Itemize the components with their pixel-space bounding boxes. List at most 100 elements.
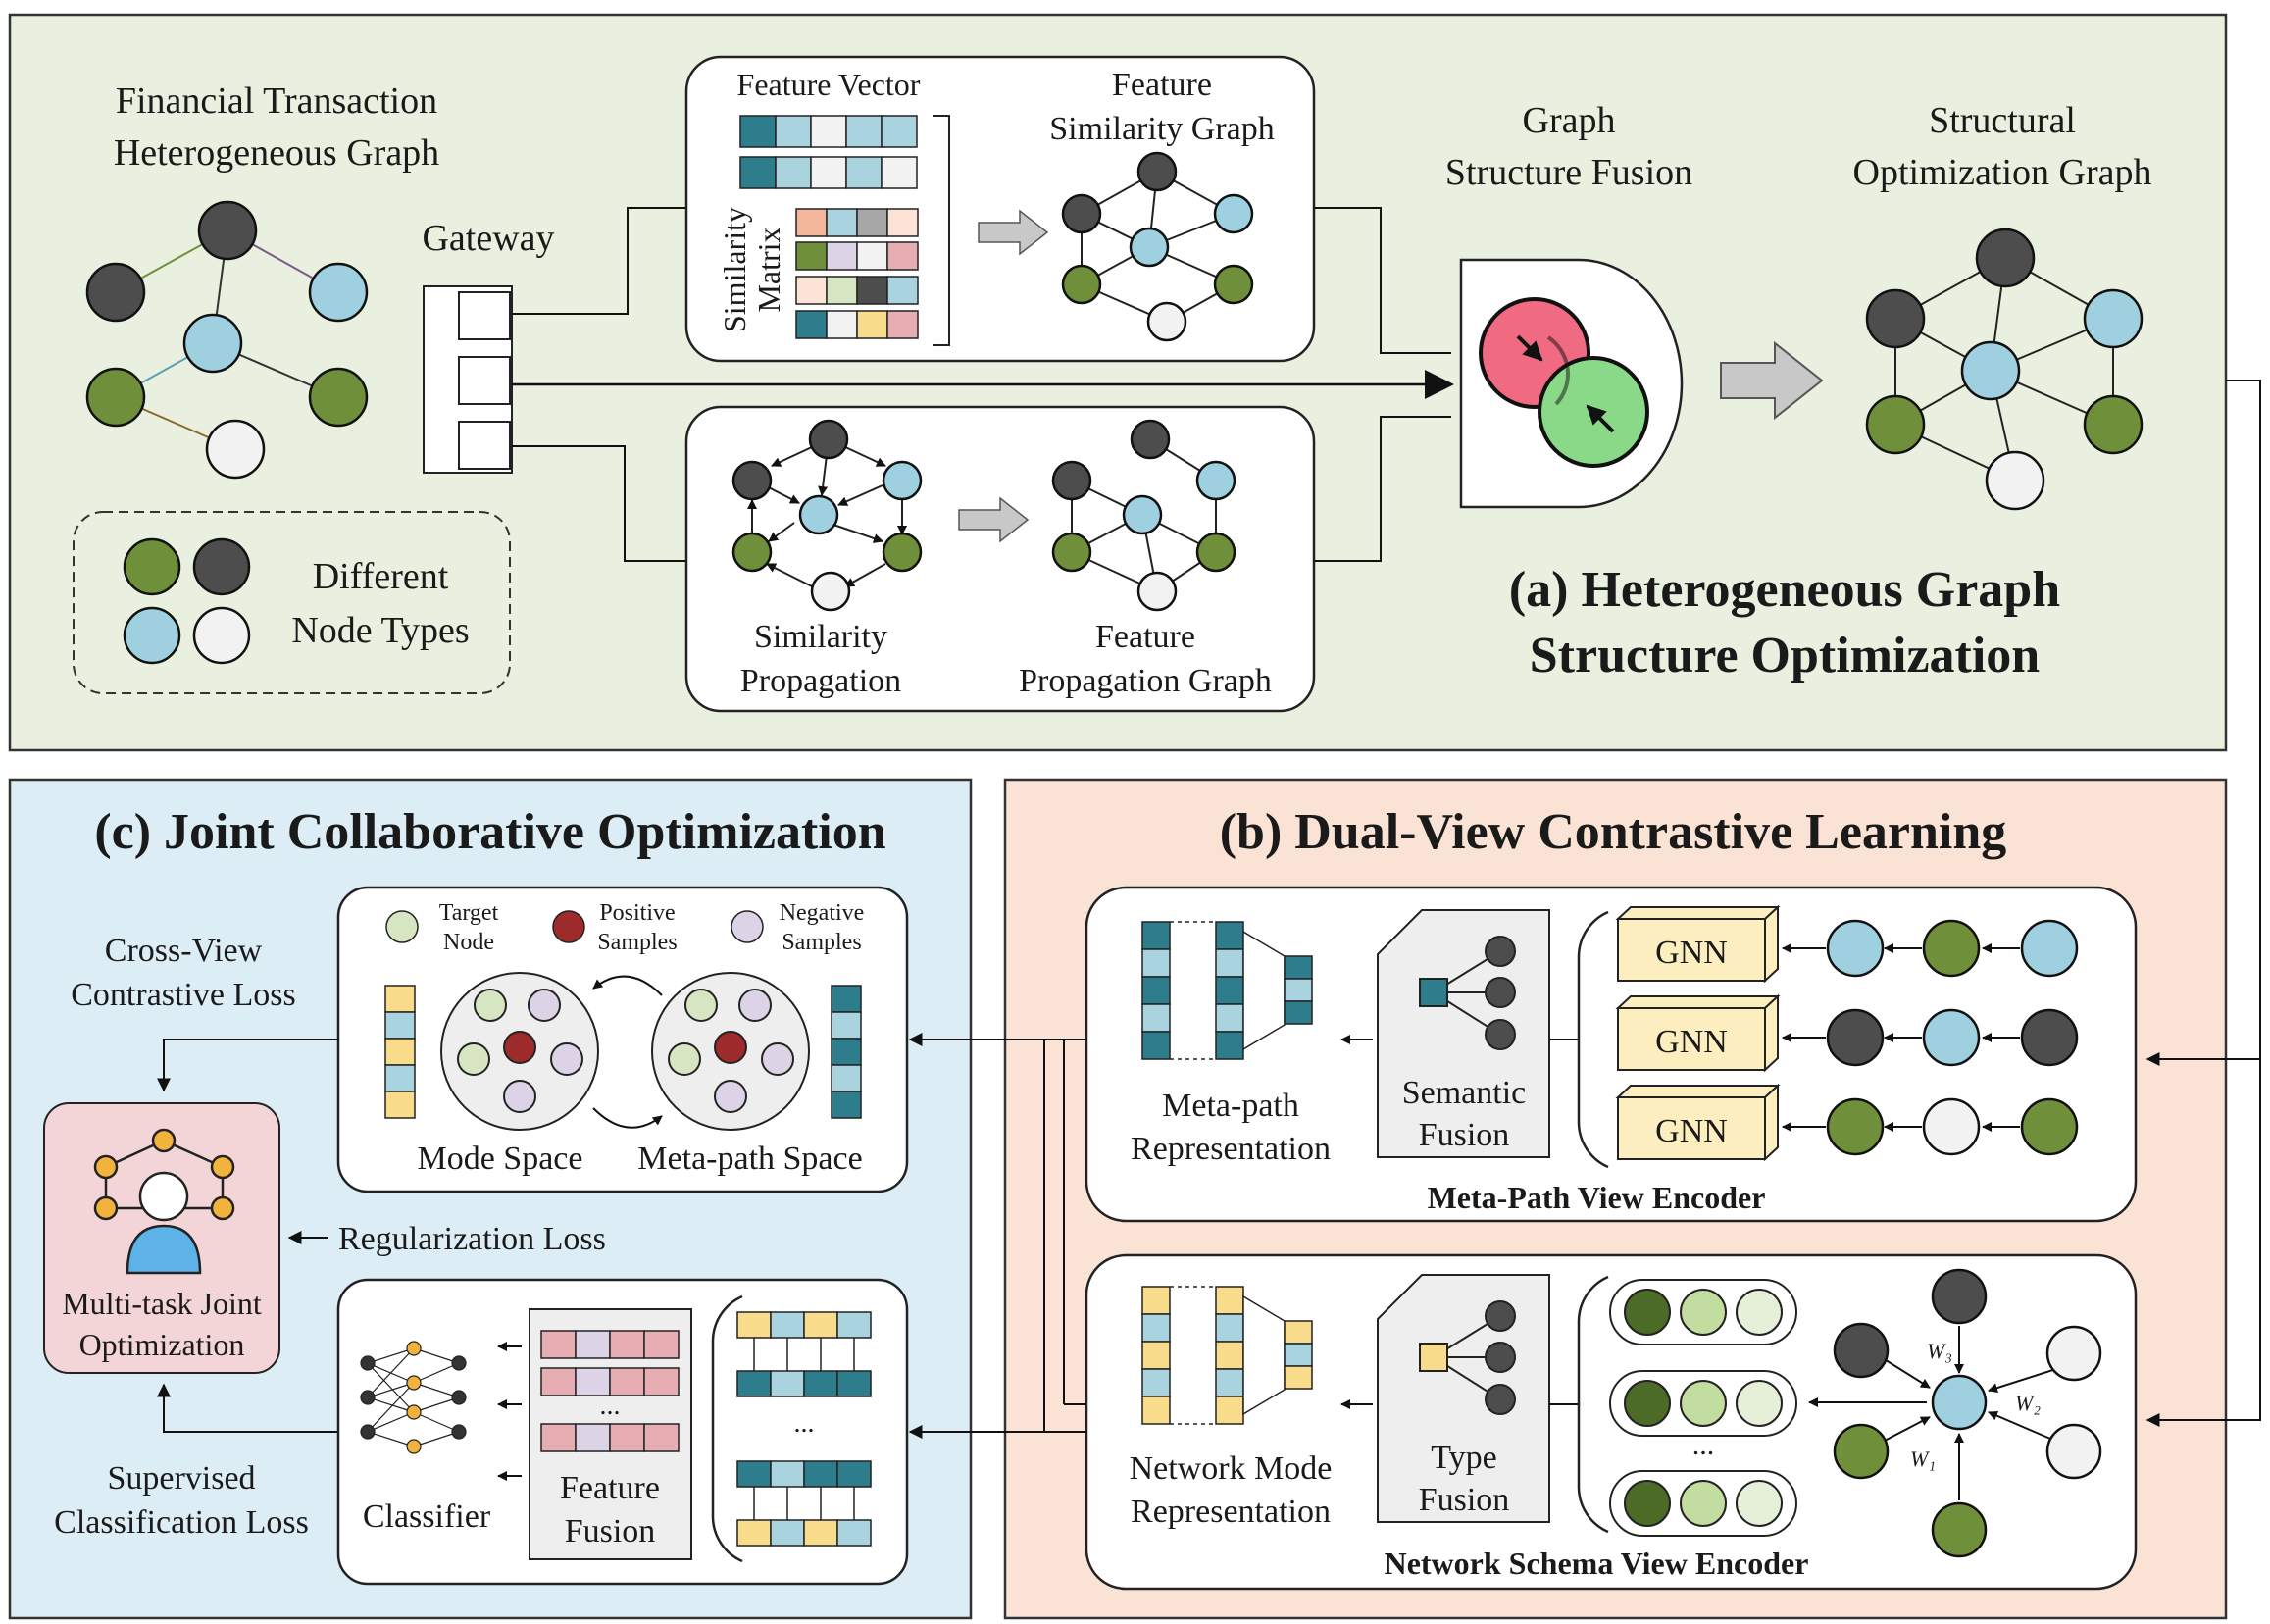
semantic-fusion-icon xyxy=(1419,936,1516,1050)
similarity-propagation-graph xyxy=(731,419,923,612)
gnn-label-3: GNN xyxy=(1655,1113,1728,1149)
meta-bracket xyxy=(1577,910,1609,1169)
weight-w1: W₁ xyxy=(1910,1446,1936,1471)
feature-vector-label: Feature Vector xyxy=(737,67,921,102)
similarity-matrix-label-2: Matrix xyxy=(751,227,786,312)
optimized-title-1: Structural xyxy=(1929,100,2076,141)
classification-bracket xyxy=(711,1294,743,1563)
crossview-loss-2: Contrastive Loss xyxy=(71,977,295,1013)
schema-group-1 xyxy=(1609,1279,1797,1345)
feature-propagation-label-1: Feature xyxy=(1095,619,1195,655)
type-fusion-icon xyxy=(1419,1300,1516,1415)
similarity-propagation-label-1: Similarity xyxy=(754,619,887,655)
schema-group-2 xyxy=(1609,1370,1797,1437)
matrix-bracket xyxy=(933,115,950,346)
paired-vectors-bottom xyxy=(736,1460,872,1547)
gateway-label: Gateway xyxy=(422,218,554,259)
network-encoder-label: Network Schema View Encoder xyxy=(1385,1546,1809,1581)
gnn-label-1: GNN xyxy=(1655,935,1728,971)
node-dark xyxy=(85,262,146,323)
regularization-label: Regularization Loss xyxy=(338,1221,606,1257)
feature-propagation-box xyxy=(684,405,1316,713)
a-to-b-connector xyxy=(2145,380,2261,1427)
panel-c-title: (c) Joint Collaborative Optimization xyxy=(94,804,885,860)
gnn-block-3 xyxy=(1615,1083,1781,1162)
meta-path-rep-icon xyxy=(1141,921,1313,1060)
gnn-block-1 xyxy=(1615,904,1781,984)
node-green xyxy=(85,367,146,428)
network-rep-label-2: Representation xyxy=(1131,1494,1331,1530)
fusion-arrow-in-1 xyxy=(1516,334,1543,362)
feature-propagation-label-2: Propagation Graph xyxy=(1019,663,1272,699)
panel-a: Financial Transaction Heterogeneous Grap… xyxy=(73,55,2152,713)
node-green xyxy=(308,367,369,428)
optimized-title-2: Optimization Graph xyxy=(1853,152,2152,193)
meta-path-chain-3 xyxy=(1782,1097,2079,1156)
network-bracket xyxy=(1577,1275,1609,1534)
paired-vectors-top xyxy=(736,1311,872,1397)
svg-text:Samples: Samples xyxy=(782,930,861,955)
svg-text:Node: Node xyxy=(443,930,494,955)
panel-a-title-2: Structure Optimization xyxy=(1530,628,2041,684)
meta-path-chain-1 xyxy=(1782,919,2079,978)
node-blue xyxy=(182,313,243,374)
metapath-space-circle xyxy=(651,972,810,1131)
classifier-label: Classifier xyxy=(363,1498,491,1535)
fusion-title-1: Graph xyxy=(1523,100,1616,141)
gnn-label-2: GNN xyxy=(1655,1024,1728,1060)
similarity-arrow xyxy=(978,209,1049,256)
meta-path-chain-2 xyxy=(1782,1008,2079,1067)
classifier-to-joint xyxy=(157,1383,338,1433)
gateway-to-propagation xyxy=(512,445,686,562)
feature-fusion-label-1: Feature xyxy=(560,1470,660,1506)
gateway-block xyxy=(423,285,513,474)
supervised-loss-2: Classification Loss xyxy=(54,1504,309,1541)
legend-text-1: Different xyxy=(313,556,449,597)
legend-positive xyxy=(552,910,585,943)
svg-text:Positive: Positive xyxy=(599,900,675,926)
svg-text:Negative: Negative xyxy=(780,900,865,926)
mode-space-circle xyxy=(440,972,599,1131)
contrastive-to-joint xyxy=(157,1039,338,1092)
weight-w2: W₂ xyxy=(2015,1391,2041,1415)
propagation-arrow xyxy=(958,496,1030,543)
paired-vectors-ellipsis: ... xyxy=(794,1408,815,1439)
network-rep-icon xyxy=(1141,1286,1313,1425)
contrast-arrow-bottom xyxy=(592,1107,663,1129)
mode-space-label: Mode Space xyxy=(417,1141,582,1177)
weight-w3: W₃ xyxy=(1927,1339,1952,1363)
panel-c: (c) Joint Collaborative Optimization Tar… xyxy=(43,804,909,1586)
type-fusion-label-1: Type xyxy=(1431,1440,1497,1476)
legend-negative xyxy=(731,910,764,943)
svg-text:Samples: Samples xyxy=(597,930,677,955)
legend-target xyxy=(385,910,419,943)
semantic-fusion-label-2: Fusion xyxy=(1419,1117,1510,1153)
panel-a-title-1: (a) Heterogeneous Graph xyxy=(1509,562,2060,618)
meta-rep-label-2: Representation xyxy=(1131,1131,1331,1167)
propagation-to-fusion xyxy=(1314,416,1451,562)
similarity-propagation-label-2: Propagation xyxy=(740,663,901,699)
network-rep-label-1: Network Mode xyxy=(1130,1450,1333,1487)
fusion-title-2: Structure Fusion xyxy=(1445,152,1692,193)
feature-fusion-label-2: Fusion xyxy=(565,1513,656,1549)
similarity-to-fusion xyxy=(1314,207,1451,354)
node-white xyxy=(205,419,266,480)
feature-vector-rows xyxy=(739,115,918,189)
similarity-matrix xyxy=(795,208,919,339)
mode-space-vector xyxy=(384,985,416,1119)
svg-text:Target: Target xyxy=(439,900,499,926)
node-blue xyxy=(308,262,369,323)
supervised-loss-1: Supervised xyxy=(107,1460,255,1497)
feature-similarity-graph xyxy=(1061,151,1254,342)
joint-optimization-icon xyxy=(93,1128,235,1275)
node-dark xyxy=(197,200,258,261)
joint-label-2: Optimization xyxy=(79,1327,245,1362)
type-fusion-label-2: Fusion xyxy=(1419,1482,1510,1518)
schema-aggregation-graph xyxy=(1808,1268,2102,1558)
meta-encoder-label: Meta-Path View Encoder xyxy=(1428,1180,1766,1215)
fusion-arrow-in-2 xyxy=(1586,404,1615,433)
panel-b-title: (b) Dual-View Contrastive Learning xyxy=(1220,804,2007,860)
schema-group-3 xyxy=(1609,1470,1797,1537)
type-fusion-box xyxy=(1377,1274,1550,1523)
